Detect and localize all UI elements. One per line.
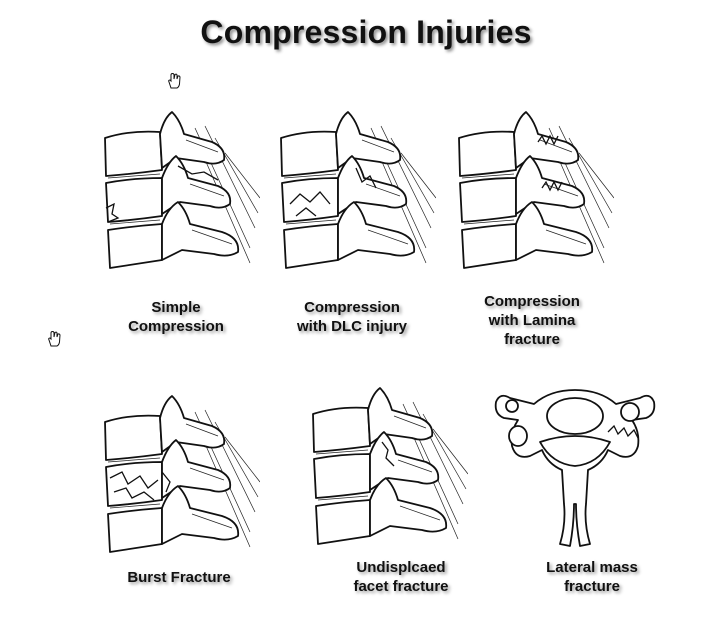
burst-fracture-illustration	[104, 395, 260, 553]
caption-compression-lamina: Compression with Lamina fracture	[484, 293, 580, 348]
page-title: Compression Injuries	[200, 14, 532, 50]
caption-lateral-mass: Lateral mass fracture	[546, 559, 638, 595]
hand-cursor-icon	[168, 72, 181, 89]
caption-compression-dlc: Compression with DLC injury	[297, 299, 407, 335]
caption-burst-fracture: Burst Fracture	[127, 569, 231, 586]
simple-compression-illustration	[104, 111, 260, 269]
lateral-mass-illustration	[494, 389, 656, 547]
compression-lamina-illustration	[458, 111, 614, 269]
undisplaced-facet-illustration	[312, 387, 468, 545]
compression-dlc-illustration	[280, 111, 436, 269]
caption-simple-compression: Simple Compression	[128, 299, 224, 335]
hand-cursor-icon	[48, 330, 61, 347]
caption-undisplaced-facet: Undisplcaed facet fracture	[353, 559, 449, 595]
